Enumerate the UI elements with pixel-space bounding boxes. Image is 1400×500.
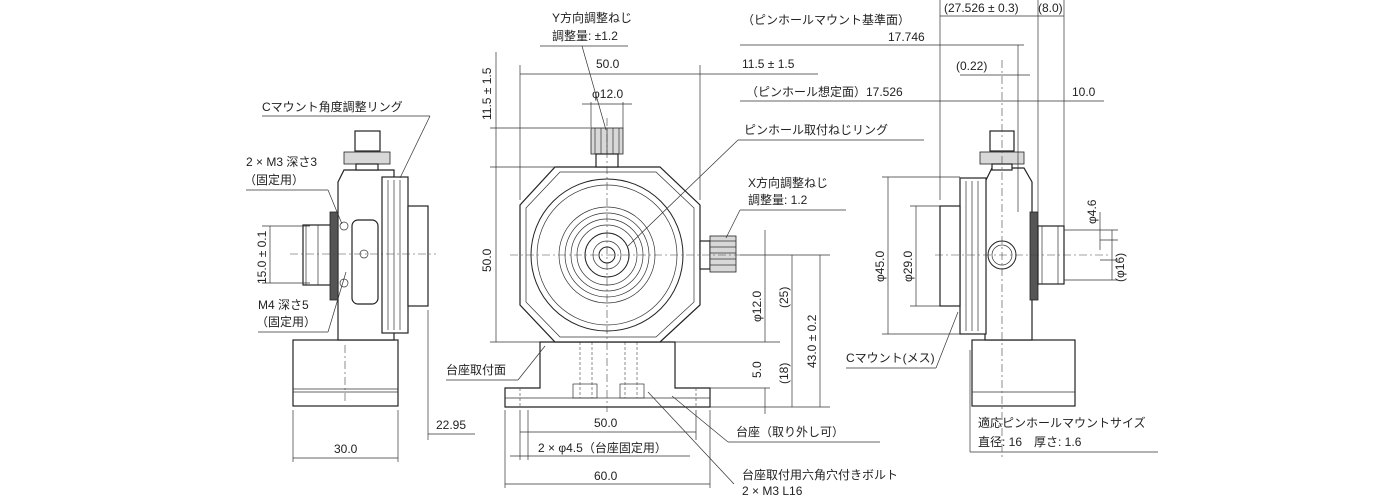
- y-adjust-amount-label: 調整量: ±1.2: [552, 28, 618, 43]
- bolt-desc-label: 台座取付用六角穴付きボルト: [742, 467, 898, 482]
- pinhole-size-value-label: 直径: 16 厚さ: 1.6: [978, 435, 1082, 449]
- bolt-size-label: 2 × M3 L16: [742, 484, 803, 498]
- left-side-view: 15.0 ± 0.1 30.0 22.95 Cマウント角度調整リング 2 × M…: [244, 99, 475, 462]
- dim-27-526-label: (27.526 ± 0.3): [944, 1, 1019, 15]
- c-mount-female-label: Cマウント(メス): [846, 351, 935, 365]
- pinhole-mount-ref-label: （ピンホールマウント基準面）: [742, 12, 910, 27]
- dim-0-22-label: (0.22): [956, 59, 987, 73]
- right-c-mount-ring: [959, 177, 987, 335]
- dim-11-5-right-label: 11.5 ± 1.5: [742, 57, 795, 71]
- dia-45-label: φ45.0: [873, 251, 887, 282]
- c-mount-ring-label: Cマウント角度調整リング: [262, 99, 403, 114]
- front-view: 50.0 11.5 ± 1.5 11.5 ± 1.5 50.0 φ12.0 Y方…: [446, 10, 924, 498]
- dim-22-95-label: 22.95: [436, 418, 466, 432]
- dim-43-label: 43.0 ± 0.2: [805, 314, 819, 368]
- dia-12-side-label: φ12.0: [750, 291, 764, 322]
- x-adjust-amount-label: 調整量: 1.2: [748, 192, 808, 207]
- dia-12-top-label: φ12.0: [592, 87, 623, 101]
- right-base: [971, 339, 1076, 407]
- dia-16-label: (φ16): [1113, 253, 1127, 282]
- fixing1-label: （固定用）: [244, 172, 304, 187]
- dia-4-6-label: φ4.6: [1085, 199, 1099, 224]
- dim-17-746-label: 17.746: [888, 30, 925, 44]
- dim-5-label: 5.0: [750, 361, 764, 378]
- front-base: [504, 341, 711, 408]
- base-hole-label: 2 × φ4.5（台座固定用）: [538, 440, 667, 455]
- fixing2-label: （固定用）: [256, 314, 316, 329]
- pinhole-size-title-label: 適応ピンホールマウントサイズ: [978, 415, 1146, 430]
- left-base: [292, 339, 399, 407]
- y-adjust-screw-label: Y方向調整ねじ: [552, 10, 632, 25]
- dim-8-0-label: (8.0): [1038, 1, 1063, 15]
- dim-30-label: 30.0: [334, 442, 358, 456]
- base-mount-face-label: 台座取付面: [446, 362, 506, 377]
- dia-29-label: φ29.0: [901, 251, 915, 282]
- dim-50-left-label: 50.0: [480, 248, 494, 272]
- base-removable-label: 台座（取り外し可）: [736, 424, 844, 439]
- x-adjust-screw-head: [709, 235, 737, 273]
- dim-50-top-label: 50.0: [596, 57, 620, 71]
- left-top-knob: [354, 130, 381, 152]
- dim-18-label: (18): [777, 363, 791, 384]
- pinhole-assumed-plane-label: （ピンホール想定面）17.526: [746, 84, 903, 99]
- m4-depth-label: M4 深さ5: [258, 298, 309, 312]
- pinhole-ring-label: ピンホール取付ねじリング: [744, 123, 888, 137]
- left-c-mount-ring: [381, 176, 409, 334]
- dim-50-bottom-label: 50.0: [594, 416, 618, 430]
- right-side-view: φ45.0 φ29.0 φ4.6 (φ16) (27.526 ± 0.3) (8…: [740, 0, 1158, 460]
- m3-depth-label: 2 × M3 深さ3: [246, 155, 317, 169]
- dim-15-label: 15.0 ± 0.1: [255, 230, 269, 284]
- front-body: [519, 166, 701, 343]
- x-adjust-screw-label: X方向調整ねじ: [748, 175, 828, 190]
- dim-25-label: (25): [777, 287, 791, 308]
- left-knob-knurl: [343, 151, 391, 165]
- dim-10-0-label: 10.0: [1072, 85, 1096, 99]
- dim-11-5-left-label: 11.5 ± 1.5: [480, 67, 494, 120]
- dim-60-label: 60.0: [594, 469, 618, 483]
